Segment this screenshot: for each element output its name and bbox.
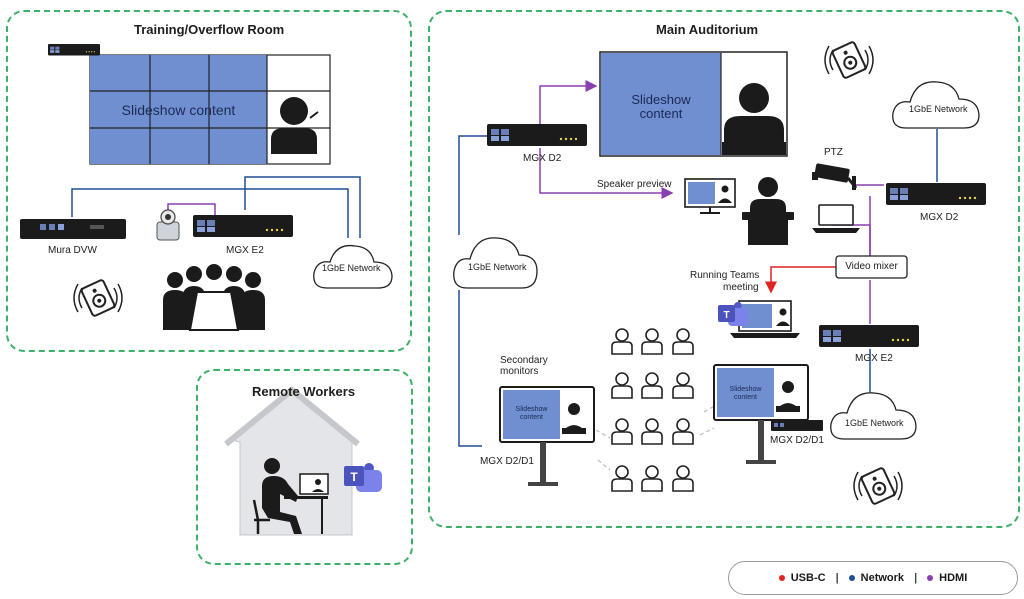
mgx-d2d1-device-right <box>771 420 823 431</box>
laptop-icon <box>812 204 860 233</box>
ptz-camera-icon <box>812 163 858 190</box>
secondary-monitor-right <box>713 364 809 464</box>
cloud-icon-main-top <box>892 81 980 129</box>
teams-laptop <box>730 300 800 338</box>
network-bottom-right-label: 1GbE Network <box>845 418 904 428</box>
mgx-e2-main-label: MGX E2 <box>855 353 893 364</box>
video-wall <box>89 54 331 165</box>
network-training-label: 1GbE Network <box>322 263 381 273</box>
network-links-main <box>458 129 938 447</box>
speaker-preview-label: Speaker preview <box>597 179 672 190</box>
video-mixer-box <box>835 255 908 279</box>
cloud-icon-training <box>313 244 393 289</box>
legend-item-usb-c: USB-C <box>778 572 826 584</box>
network-main-top-label: 1GbE Network <box>909 104 968 114</box>
network-links-training <box>71 176 361 238</box>
main-auditorium-title: Main Auditorium <box>656 22 759 37</box>
svg-text:T: T <box>723 310 729 321</box>
legend-item-network: Network <box>848 572 905 584</box>
meeting-group-icon <box>163 264 265 331</box>
speaker-preview-monitor <box>684 178 736 214</box>
svg-text:T: T <box>350 470 358 484</box>
presenter-icon-main <box>722 83 786 155</box>
slideshow-label-training: Slideshow content <box>121 102 236 118</box>
legend-dot-icon <box>927 575 934 582</box>
legend: USB-C | Network | HDMI <box>728 561 1018 595</box>
ptz-label: PTZ <box>824 147 843 158</box>
slideshow-small-right-2: content <box>734 394 757 401</box>
presenter-icon-training <box>271 97 319 154</box>
mgx-d2d1-right-label: MGX D2/D1 <box>770 435 824 446</box>
running-teams-line1: Running Teams <box>690 270 760 281</box>
main-screen <box>599 51 788 157</box>
slideshow-main-line1: Slideshow <box>631 92 691 107</box>
hdmi-link-camera <box>167 203 216 215</box>
zone-main-auditorium <box>428 10 1020 528</box>
training-room-title: Training/Overflow Room <box>134 22 285 37</box>
zone-remote-workers <box>196 369 413 565</box>
legend-separator: | <box>914 572 918 584</box>
network-main-left-label: 1GbE Network <box>468 262 527 272</box>
legend-label: USB-C <box>790 572 826 584</box>
sight-lines <box>595 404 717 471</box>
legend-label: HDMI <box>939 572 968 584</box>
mura-dvw-device <box>20 219 126 239</box>
slideshow-small-right-1: Slideshow <box>729 386 762 393</box>
mura-dvw-label: Mura DVW <box>48 245 97 256</box>
mgx-d2-right-label: MGX D2 <box>920 212 959 223</box>
mgx-d2-top-label: MGX D2 <box>523 153 562 164</box>
cloud-icon-main-bottom <box>830 392 917 440</box>
camera-icon <box>156 209 180 241</box>
legend-dot-icon <box>778 575 785 582</box>
secondary-monitor-left <box>499 386 595 486</box>
cloud-icon-main-left <box>453 237 538 289</box>
slideshow-small-left-1: Slideshow <box>515 406 548 413</box>
video-mixer-label: Video mixer <box>845 261 898 272</box>
zone-training-room <box>6 10 412 352</box>
usbc-link-teams <box>765 266 836 294</box>
teams-icon-remote: T <box>344 463 382 492</box>
secondary-monitors-line2: monitors <box>500 366 539 377</box>
legend-separator: | <box>835 572 839 584</box>
legend-dot-icon <box>848 575 855 582</box>
mgx-e2-training-label: MGX E2 <box>226 245 264 256</box>
legend-label: Network <box>860 572 905 584</box>
slideshow-small-left-2: content <box>520 414 543 421</box>
running-teams-line2: meeting <box>723 282 759 293</box>
secondary-monitors-line1: Secondary <box>500 355 548 366</box>
podium-speaker-icon <box>742 177 794 245</box>
slideshow-main-line2: content <box>639 106 683 121</box>
legend-item-hdmi: HDMI <box>927 572 967 584</box>
remote-workers-title: Remote Workers <box>252 384 356 399</box>
remote-worker-illustration <box>224 386 360 536</box>
teams-icon-main: T <box>718 302 748 326</box>
mgx-d2d1-left-label: MGX D2/D1 <box>480 456 534 467</box>
